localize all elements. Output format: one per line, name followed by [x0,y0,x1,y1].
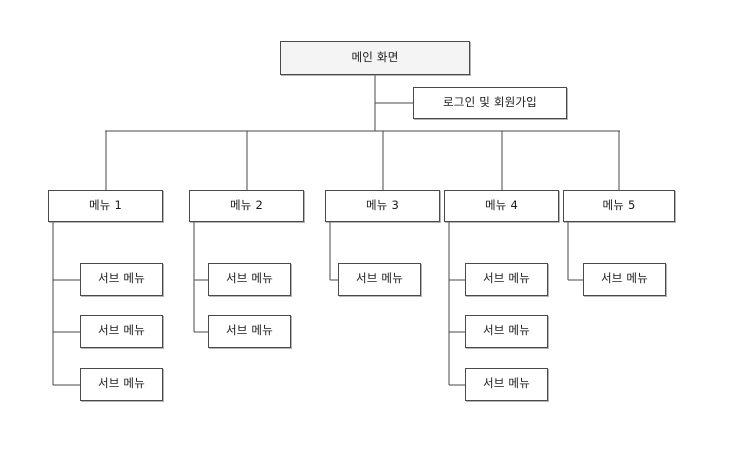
node-menu-5-label: 메뉴 5 [602,197,636,212]
node-main-screen[interactable]: 메인 화면 [280,41,470,75]
node-login-signup-label: 로그인 및 회원가입 [443,94,537,109]
node-menu-1-sub-2-label: 서브 메뉴 [98,323,145,338]
node-menu-4-sub-2[interactable]: 서브 메뉴 [465,315,548,348]
node-menu-4-sub-3[interactable]: 서브 메뉴 [465,368,548,401]
node-menu-1-sub-3-label: 서브 메뉴 [98,376,145,391]
node-menu-4-label: 메뉴 4 [485,197,518,212]
node-main-screen-label: 메인 화면 [351,49,399,64]
node-menu-4-sub-3-label: 서브 메뉴 [483,376,530,391]
node-menu-1-sub-1-label: 서브 메뉴 [98,271,145,286]
node-menu-5[interactable]: 메뉴 5 [563,190,675,222]
node-menu-5-sub-1-label: 서브 메뉴 [601,271,648,286]
node-menu-2-sub-1[interactable]: 서브 메뉴 [208,263,291,296]
node-menu-3[interactable]: 메뉴 3 [325,190,440,222]
node-login-signup[interactable]: 로그인 및 회원가입 [413,87,567,119]
node-menu-3-sub-1[interactable]: 서브 메뉴 [338,263,421,296]
node-menu-4-sub-2-label: 서브 메뉴 [483,323,530,338]
node-menu-4-sub-1[interactable]: 서브 메뉴 [465,263,548,296]
node-menu-1[interactable]: 메뉴 1 [48,190,163,222]
node-menu-5-sub-1[interactable]: 서브 메뉴 [583,263,666,296]
node-menu-1-sub-2[interactable]: 서브 메뉴 [80,315,163,348]
node-menu-2[interactable]: 메뉴 2 [189,190,304,222]
node-menu-1-sub-3[interactable]: 서브 메뉴 [80,368,163,401]
node-menu-2-sub-2-label: 서브 메뉴 [226,323,273,338]
node-menu-1-label: 메뉴 1 [89,197,122,212]
node-menu-1-sub-1[interactable]: 서브 메뉴 [80,263,163,296]
node-menu-3-sub-1-label: 서브 메뉴 [356,271,403,286]
node-menu-4-sub-1-label: 서브 메뉴 [483,271,530,286]
node-menu-4[interactable]: 메뉴 4 [444,190,559,222]
node-menu-3-label: 메뉴 3 [366,197,399,212]
node-menu-2-label: 메뉴 2 [230,197,263,212]
node-menu-2-sub-2[interactable]: 서브 메뉴 [208,315,291,348]
node-menu-2-sub-1-label: 서브 메뉴 [226,271,273,286]
